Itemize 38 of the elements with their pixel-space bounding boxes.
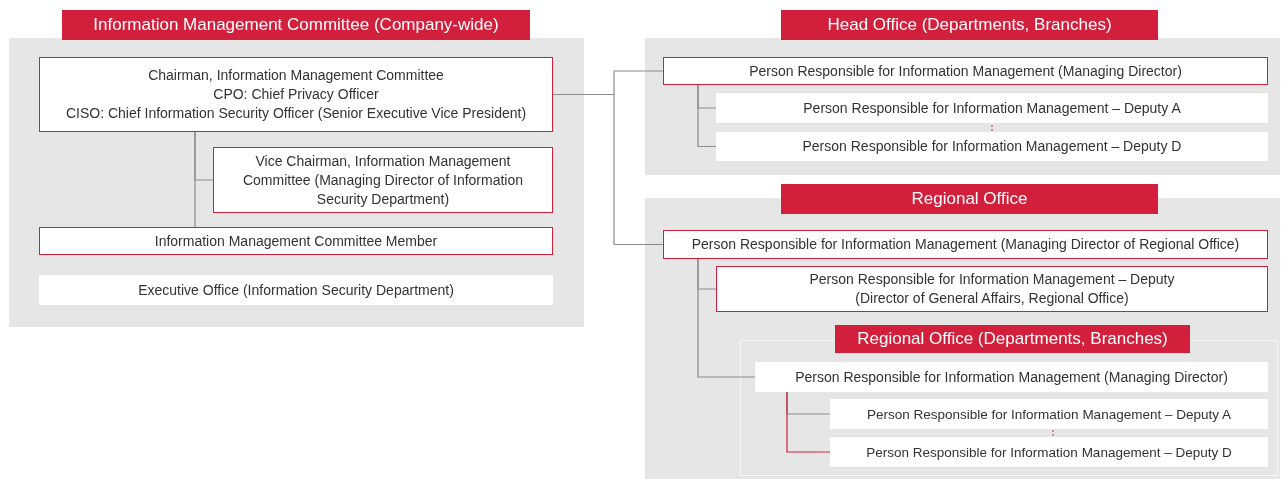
role-box [39, 227, 553, 255]
role-box [830, 437, 1268, 467]
role-box [213, 147, 553, 213]
role-title: Chairman, Information Management Committee [148, 66, 444, 85]
role-box [755, 362, 1268, 392]
group-panel [645, 184, 1280, 479]
role-title: Person Responsible for Information Management – Deputy D [866, 443, 1232, 462]
role-box [716, 266, 1268, 312]
role-title: Vice Chairman, Information Management Committee (Managing Director of Information Security Department) [241, 151, 525, 209]
connector-line [697, 84, 717, 148]
role-title: Person Responsible for Information Management (Managing Director) [749, 61, 1182, 81]
role-title: Person Responsible for Information Management – Deputy A [803, 98, 1181, 118]
role-title: Person Responsible for Information Management – Deputy D [802, 137, 1182, 156]
role-title: CPO: Chief Privacy Officer [213, 85, 379, 104]
role-box [716, 93, 1268, 123]
role-title: Person Responsible for Information Management – Deputy A [867, 405, 1231, 424]
group-panel [645, 10, 1280, 175]
panel-heading: Regional Office [781, 184, 1158, 214]
connector-line [194, 131, 196, 228]
role-box [830, 399, 1268, 429]
panel-heading: Regional Office (Departments, Branches) [835, 325, 1190, 353]
role-title: Person Responsible for Information Management (Managing Director of Regional Office) [691, 235, 1240, 254]
panel-heading: Information Management Committee (Company-wide) [62, 10, 530, 40]
role-box [39, 275, 553, 305]
connector-line [697, 258, 756, 378]
role-box [39, 57, 553, 132]
panel-heading: Head Office (Departments, Branches) [781, 10, 1158, 40]
role-title: Information Management Committee Member [154, 231, 438, 251]
role-box [663, 57, 1268, 85]
role-title: Person Responsible for Information Management – Deputy (Director of General Affairs, Regional Office) [808, 270, 1176, 308]
group-panel [9, 10, 584, 327]
role-title: CISO: Chief Information Security Officer (Senior Executive Vice President) [65, 104, 527, 123]
role-box [663, 230, 1268, 259]
role-title: Executive Office (Information Security Department) [138, 280, 454, 300]
role-box [716, 132, 1268, 161]
framed-panel [740, 325, 1278, 476]
role-title: Person Responsible for Information Management (Managing Director) [795, 367, 1228, 387]
connector-line [786, 391, 831, 453]
